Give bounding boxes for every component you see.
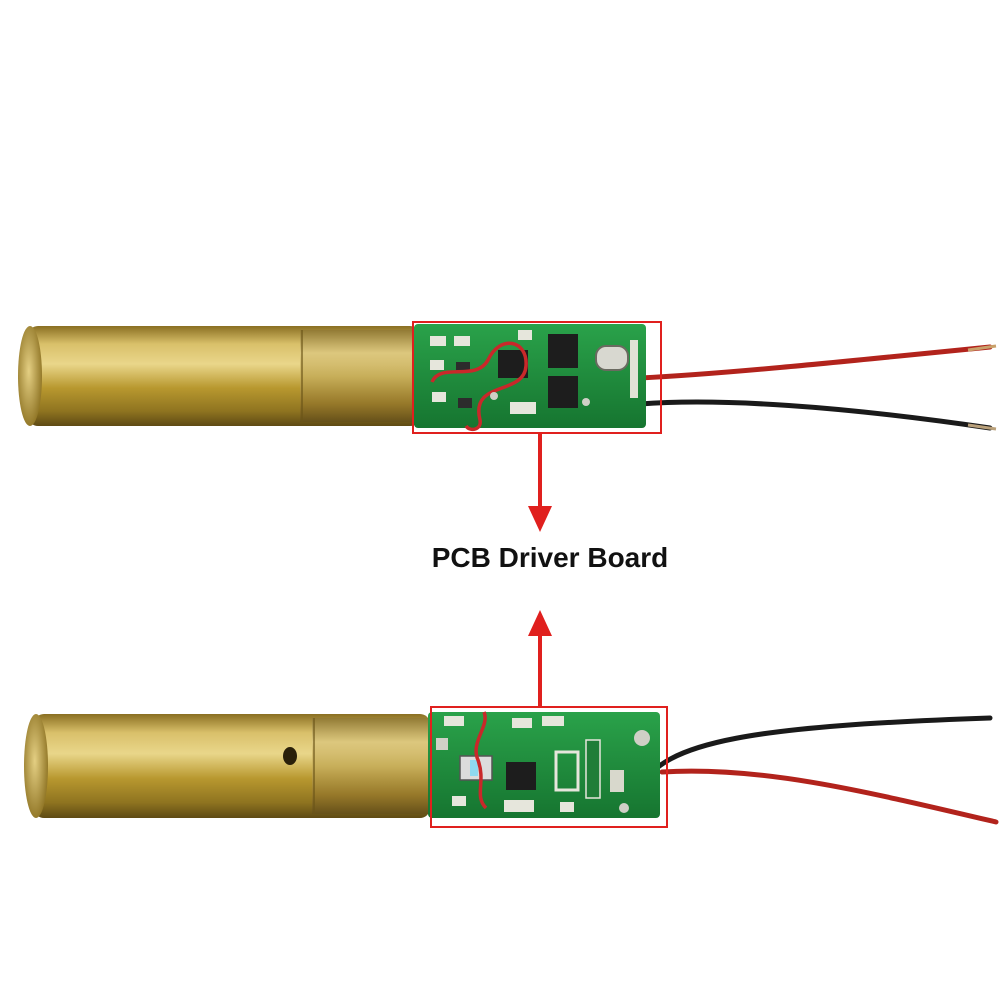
brass-collar bbox=[300, 330, 420, 422]
brass-collar bbox=[312, 718, 430, 814]
laser-module-top bbox=[18, 321, 997, 434]
pcb-driver-board bbox=[414, 324, 646, 432]
red-jumper-wire bbox=[474, 711, 488, 810]
brass-tube-cap bbox=[24, 714, 48, 818]
highlight-box-bottom bbox=[430, 706, 668, 828]
pcb-driver-board bbox=[428, 711, 660, 818]
brass-tube-cap bbox=[18, 326, 42, 426]
black-wire-tip bbox=[967, 423, 997, 431]
red-wire bbox=[637, 344, 993, 381]
red-wire-tip bbox=[967, 344, 997, 352]
black-wire bbox=[637, 399, 993, 431]
highlight-box-top bbox=[412, 321, 662, 434]
red-wire bbox=[659, 768, 999, 825]
arrow-down bbox=[528, 433, 552, 532]
callout-label: PCB Driver Board bbox=[431, 542, 669, 573]
black-wire bbox=[637, 715, 993, 793]
red-jumper-wire bbox=[430, 341, 528, 432]
laser-module-bottom bbox=[24, 706, 999, 828]
adjustment-hole bbox=[283, 747, 297, 765]
arrow-up bbox=[528, 610, 552, 706]
